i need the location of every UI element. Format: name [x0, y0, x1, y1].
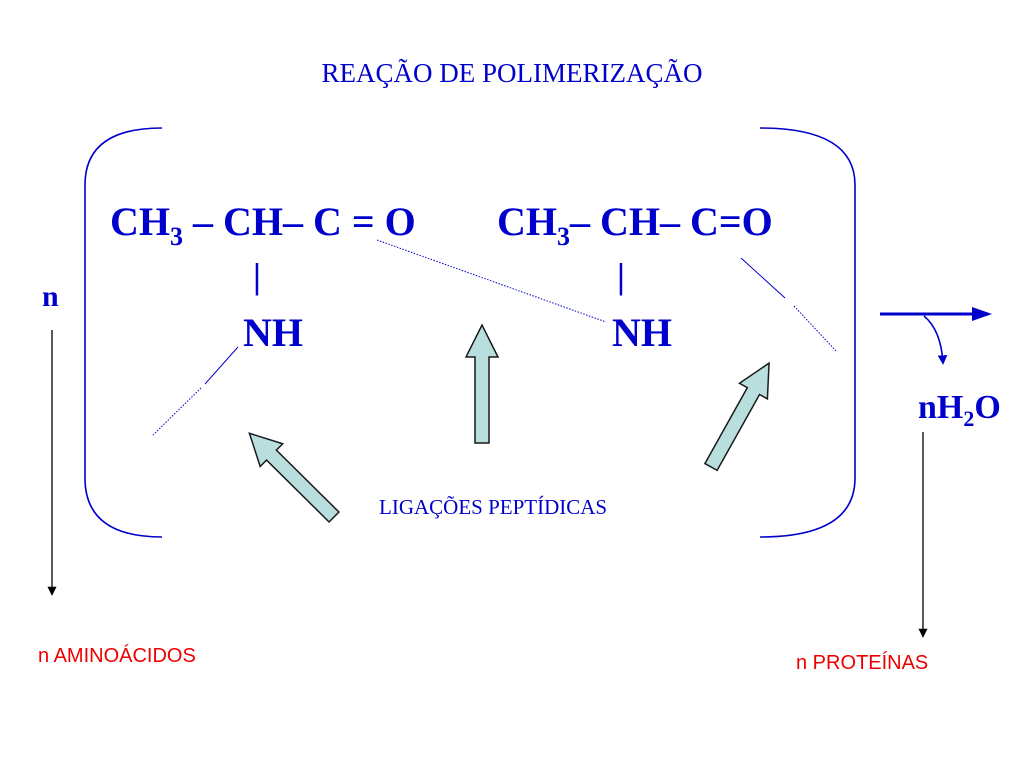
bond-line-center: [376, 239, 607, 323]
left-bracket: [84, 127, 163, 538]
monomer-1-subscript: 3: [170, 222, 183, 251]
bond-line-left-dotted: [152, 387, 202, 436]
bond-pointer-arrow-left: [248, 432, 340, 524]
monomer-2-formula: CH3– CH– C=O: [497, 199, 773, 250]
water-subscript: 2: [963, 406, 975, 431]
reaction-title: REAÇÃO DE POLIMERIZAÇÃO: [321, 58, 703, 88]
monomer-1-bond-bar: |: [253, 256, 261, 296]
monomer-2-amine: NH: [612, 310, 672, 355]
monomer-2-bond-bar: |: [617, 256, 625, 296]
monomer-1-amine: NH: [243, 310, 303, 355]
bond-pointer-arrow-center: [464, 323, 500, 444]
amino-acids-label: n AMINOÁCIDOS: [38, 645, 196, 667]
water-byproduct: nH2O: [918, 389, 1001, 430]
proteins-label: n PROTEÍNAS: [796, 652, 929, 674]
repeat-count-label: n: [42, 280, 59, 313]
water-release-curve: [923, 315, 948, 365]
monomer-2-ch: CH: [497, 199, 557, 244]
bond-pointer-arrow-right: [703, 361, 770, 472]
reaction-arrow: [880, 307, 992, 365]
monomer-1-rest: – CH– C = O: [183, 199, 416, 244]
water-prefix: nH: [918, 389, 964, 426]
monomer-1-formula: CH3 – CH– C = O: [110, 199, 416, 250]
bond-line-right-solid: [740, 257, 786, 299]
water-suffix: O: [974, 389, 1001, 426]
bond-line-right-dotted: [793, 305, 837, 352]
monomer-1-ch: CH: [110, 199, 170, 244]
monomer-2-rest: – CH– C=O: [570, 199, 773, 244]
right-bracket: [759, 127, 856, 538]
peptide-bonds-label: LIGAÇÕES PEPTÍDICAS: [379, 495, 608, 519]
monomer-2-subscript: 3: [557, 222, 570, 251]
bond-line-left-solid: [204, 346, 239, 385]
